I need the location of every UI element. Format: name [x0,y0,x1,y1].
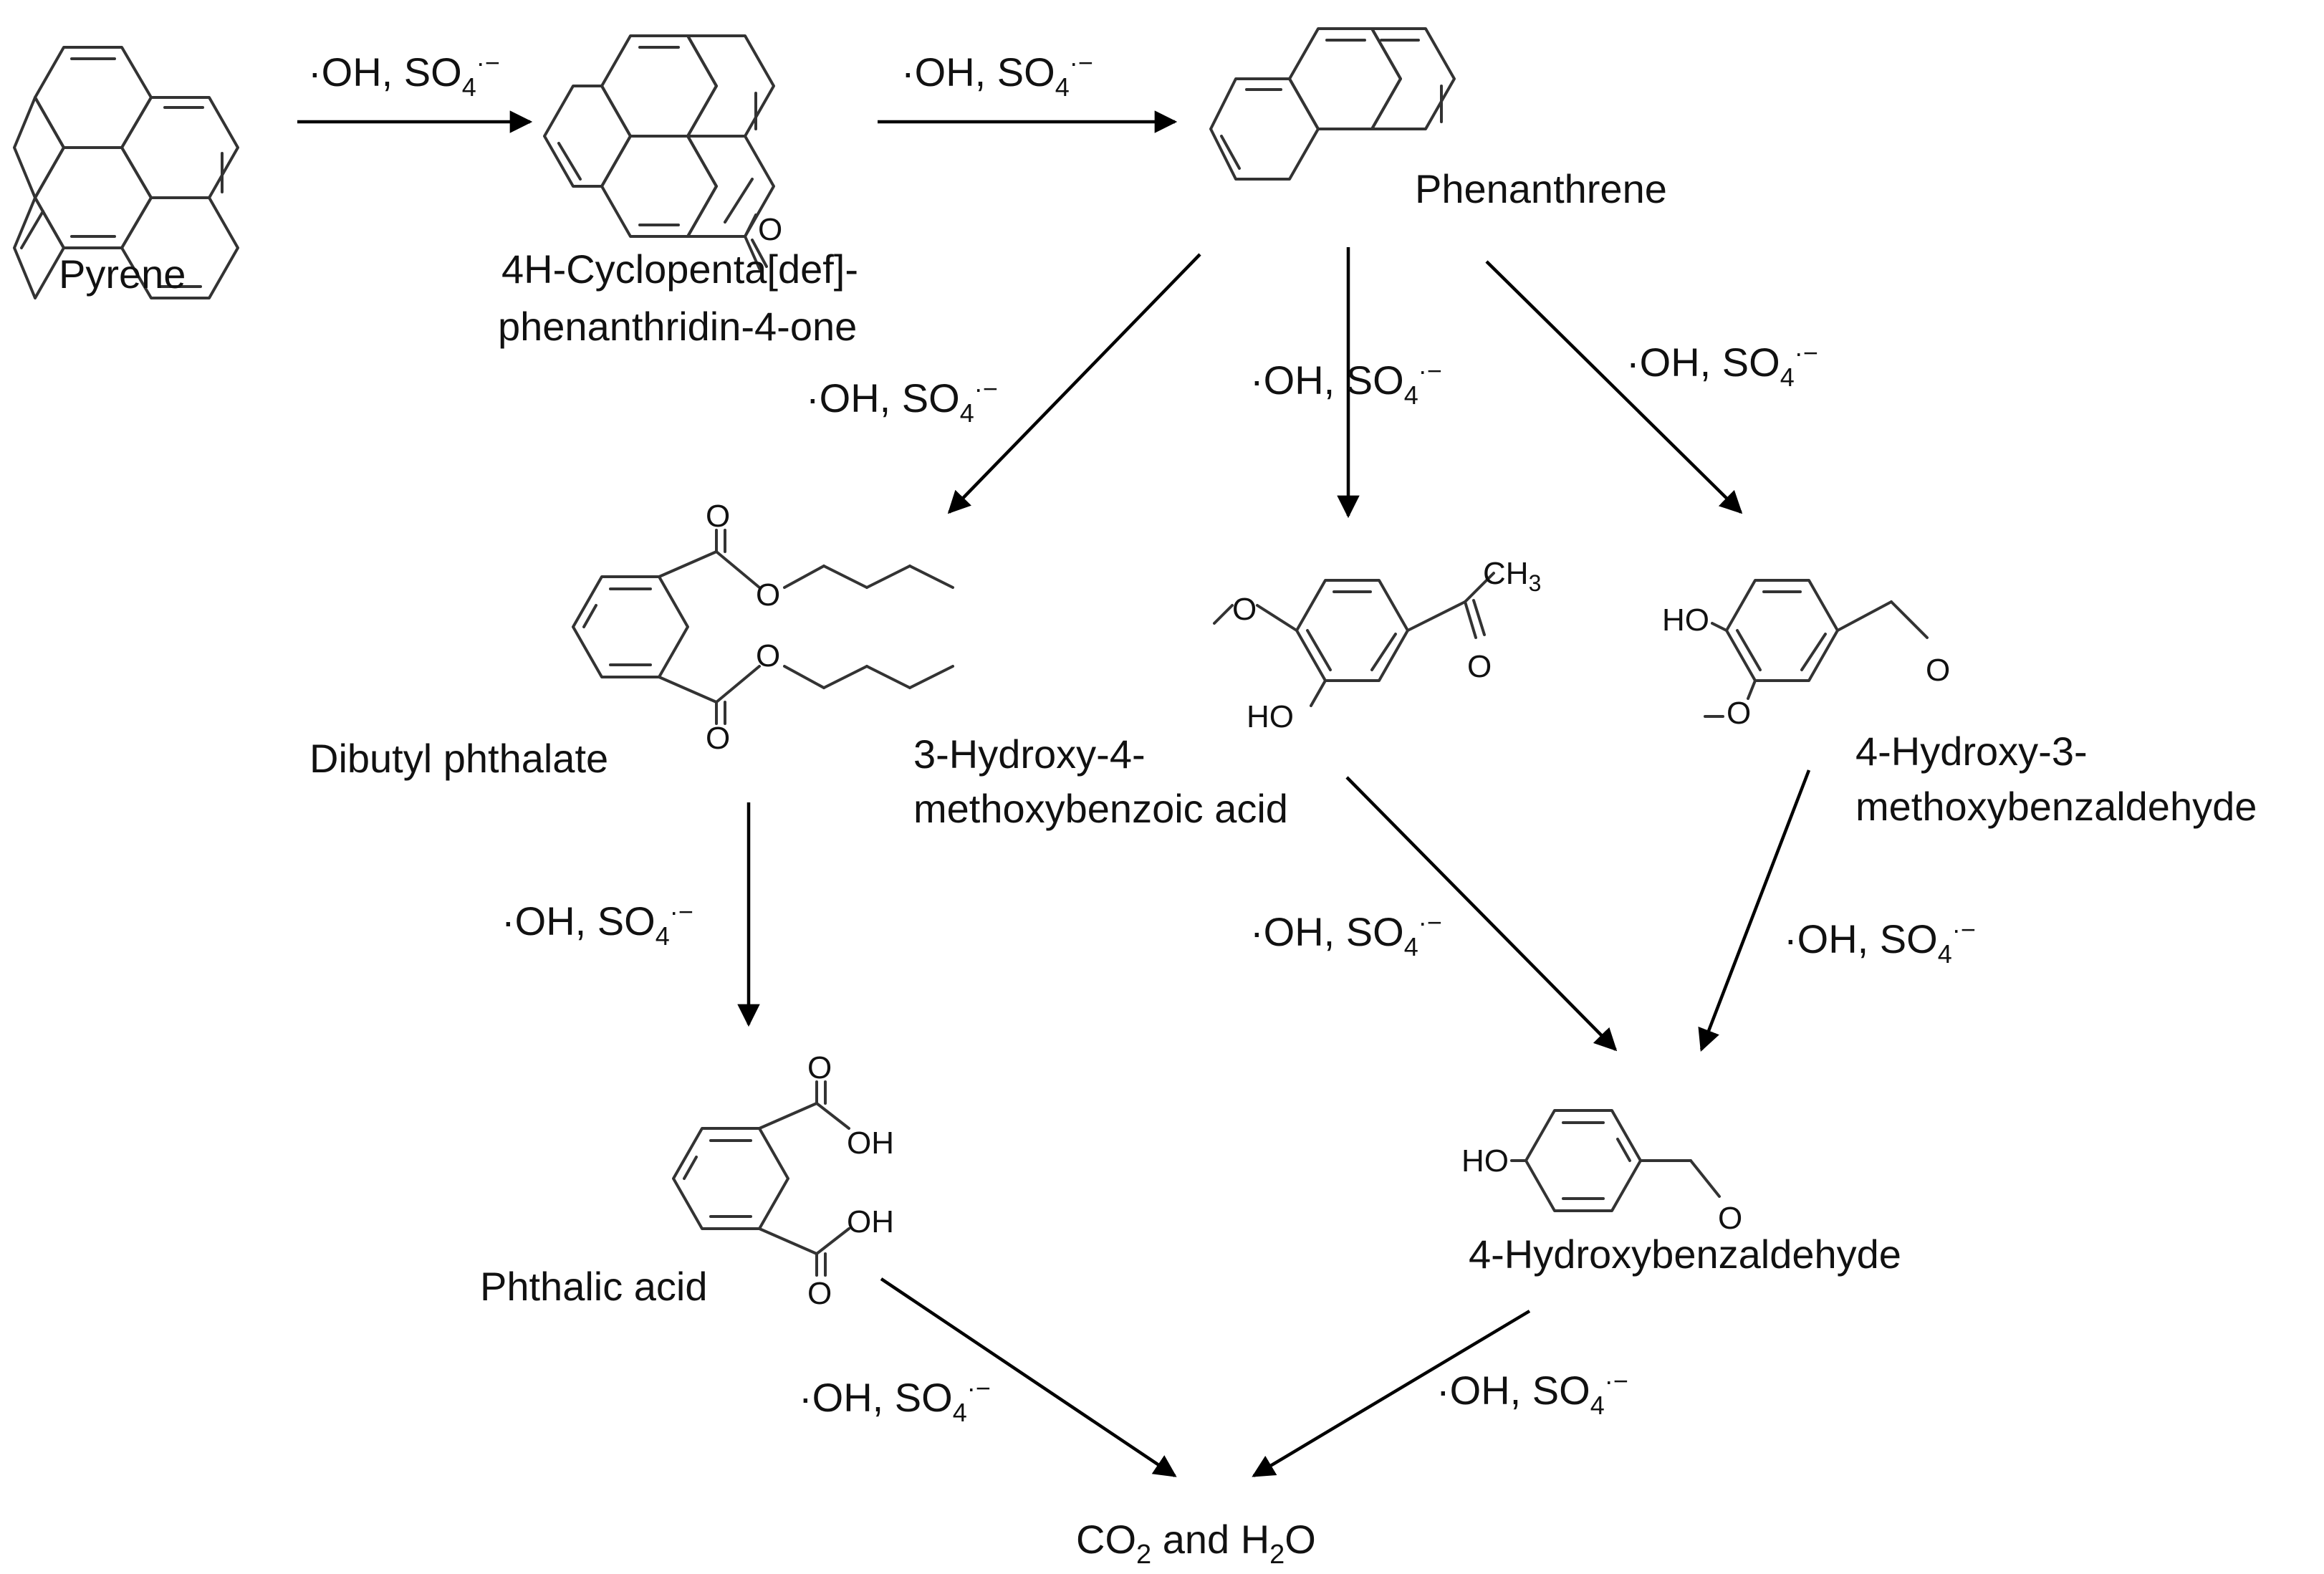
label-phthalic-acid: Phthalic acid [480,1264,708,1309]
dibutyl-o-bottom: O [706,721,730,756]
phthalic-acid-structure [672,1080,850,1277]
dibutyl-o-ester2: O [756,638,780,673]
reagent-label-1: ·OH, SO4·− [308,48,500,102]
label-pyrene: Pyrene [59,251,186,297]
methoxy-o-label: O [1232,592,1257,627]
label-hydroxy4-line1: 3-Hydroxy-4- [913,731,1146,777]
arrow-hydroxybenz-to-final [1252,1310,1531,1477]
label-phenanthrene: Phenanthrene [1415,166,1667,211]
arrow-hydroxy4-to-hydroxybenz [1345,776,1618,1052]
label-final-products: CO2 and H2O [1076,1517,1316,1570]
reagent-label-9: ·OH, SO4·− [799,1373,991,1427]
label-hydroxybenzaldehyde: 4-Hydroxybenzaldehyde [1469,1232,1901,1277]
acetyl-ch3-label: CH3 [1483,556,1541,596]
reagent-label-8: ·OH, SO4·− [1784,915,1976,969]
reagent-label-2: ·OH, SO4·− [901,48,1093,102]
reagent-label-6: ·OH, SO4·− [501,897,693,951]
vanillin-structure [1704,579,1929,718]
reagent-label-7: ·OH, SO4·− [1250,908,1442,961]
acetyl-o-label: O [1467,649,1492,684]
vanillin-methoxy-o-label: O [1727,696,1751,731]
reagent-label-3: ·OH, SO4·− [806,374,998,428]
label-cyclopenta-line1: 4H-Cyclopenta[def]- [501,246,858,292]
reagent-label-5: ·OH, SO4·− [1626,338,1818,392]
reagent-label-4: ·OH, SO4·− [1250,356,1442,410]
reagent-label-10: ·OH, SO4·− [1436,1366,1628,1420]
hydroxy-ho-label: HO [1247,699,1294,734]
vanillin-aldehyde-o-label: O [1926,653,1950,688]
cyclopenta-o-label: O [758,212,782,247]
label-dibutyl-phthalate: Dibutyl phthalate [309,736,608,781]
phthalic-o-top: O [807,1050,832,1085]
label-hydroxy3-line2: methoxybenzaldehyde [1855,784,2257,829]
vanillin-ho-label: HO [1662,603,1709,638]
phthalic-o-bottom: O [807,1276,832,1311]
label-cyclopenta-line2: phenanthridin-4-one [498,304,857,349]
label-hydroxy3-line1: 4-Hydroxy-3- [1855,729,2088,774]
label-hydroxy4-line2: methoxybenzoic acid [913,786,1288,831]
hydroxybenzaldehyde-o-label: O [1718,1201,1742,1236]
pyrene-structure [13,46,239,299]
phthalic-oh-top: OH [847,1126,894,1161]
cyclopenta-structure [543,34,775,270]
hydroxybenzaldehyde-structure [1510,1109,1721,1212]
hydroxybenzaldehyde-ho-label: HO [1461,1143,1509,1179]
dibutyl-phthalate-structure [572,529,954,725]
arrow-phenanthrene-to-dibutyl [947,253,1201,514]
arrow-hydroxy3-to-hydroxybenz [1698,769,1811,1052]
phthalic-oh-bottom: OH [847,1204,894,1239]
arrow-phthalic-to-final [880,1277,1177,1477]
dibutyl-o-top: O [706,499,730,534]
dibutyl-o-ester1: O [756,577,780,613]
arrow-phenanthrene-to-hydroxy3 [1485,260,1743,514]
phenanthrene-structure [1209,27,1456,181]
hydroxy-methoxy-acetyl-structure [1213,572,1495,707]
